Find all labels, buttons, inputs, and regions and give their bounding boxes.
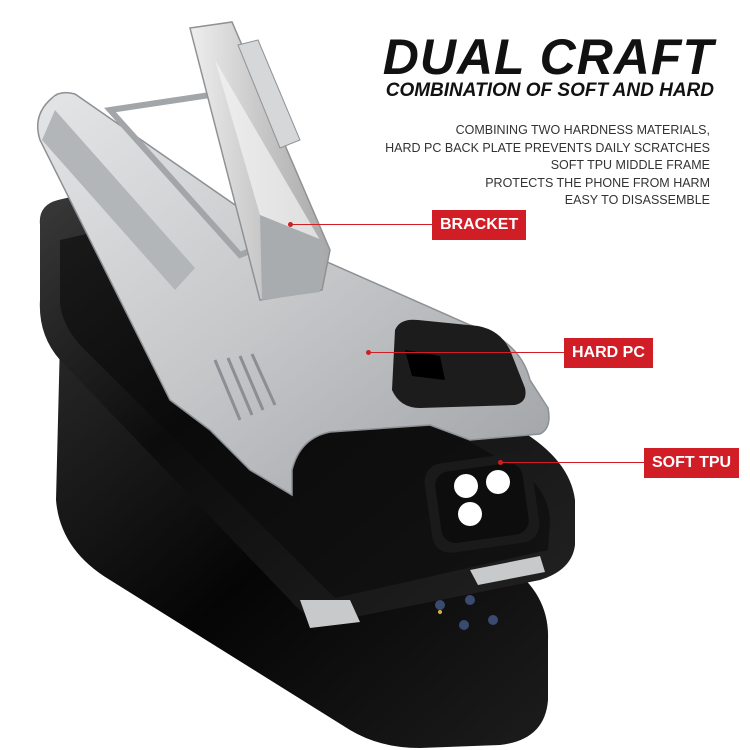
camera-module: [424, 453, 540, 553]
soft-tpu-callout: SOFT TPU: [644, 448, 740, 478]
feature-description: COMBINING TWO HARDNESS MATERIALS, HARD P…: [385, 122, 710, 210]
bracket-kickstand: [189, 21, 331, 301]
soft-tpu-callout-dot: [498, 460, 503, 465]
description-line: PROTECTS THE PHONE FROM HARM: [485, 175, 710, 190]
description-line: HARD PC BACK PLATE PREVENTS DAILY SCRATC…: [385, 140, 710, 155]
description-line: EASY TO DISASSEMBLE: [564, 193, 710, 207]
bracket-callout-dot: [288, 222, 293, 227]
page-title: DUAL CRAFT: [382, 29, 714, 85]
bracket-leader-line: [292, 224, 432, 225]
description-line: SOFT TPU MIDDLE FRAME: [550, 158, 710, 172]
soft-tpu-leader-line: [502, 462, 644, 463]
bracket-callout: BRACKET: [432, 210, 527, 240]
hard-pc-leader-line: [370, 352, 564, 353]
hard-pc-callout: HARD PC: [564, 338, 653, 368]
hard-pc-callout-dot: [366, 350, 371, 355]
grip-ridges: [213, 353, 277, 421]
description-line: COMBINING TWO HARDNESS MATERIALS,: [455, 123, 710, 137]
page-subtitle: COMBINATION OF SOFT AND HARD: [385, 80, 714, 101]
